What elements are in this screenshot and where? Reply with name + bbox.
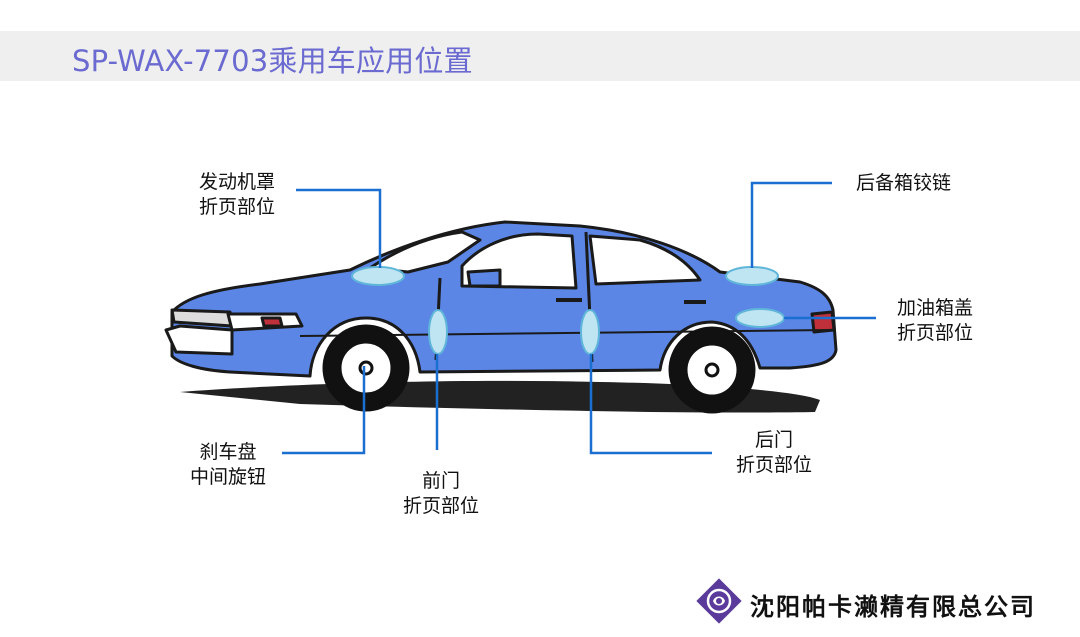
application-spots [351, 266, 785, 355]
rear-wheel [668, 326, 756, 414]
trunk-callout-line [750, 181, 832, 268]
rear-door-hinge-spot [580, 309, 600, 355]
page-title: SP-WAX-7703乘用车应用位置 [72, 44, 473, 78]
company-logo-icon [696, 578, 742, 624]
trunk-hinge-label: 后备箱铰链 [856, 172, 952, 194]
rear-door-hinge-label: 后门 折页部位 [736, 429, 813, 476]
hood-callout-line [296, 188, 382, 268]
header-band [0, 31, 1080, 81]
brake-callout-line [282, 366, 366, 455]
front-door-hinge-label: 前门 折页部位 [403, 470, 480, 517]
fuel-cap-hinge-label: 加油箱盖 折页部位 [897, 297, 974, 344]
company-name: 沈阳帕卡濑精有限总公司 [750, 593, 1036, 621]
trunk-hinge-spot [725, 266, 779, 286]
callout-lines [282, 181, 876, 455]
fuel-cap-spot [735, 308, 785, 328]
brake-disc-label: 刹车盘 中间旋钮 [190, 441, 267, 488]
hood-hinge-spot [351, 266, 405, 286]
front-wheel [322, 324, 410, 412]
car-body [164, 220, 838, 378]
front-door-hinge-spot [428, 309, 448, 355]
rear-door-callout-line [589, 354, 712, 455]
hood-hinge-label: 发动机罩 折页部位 [199, 171, 276, 218]
